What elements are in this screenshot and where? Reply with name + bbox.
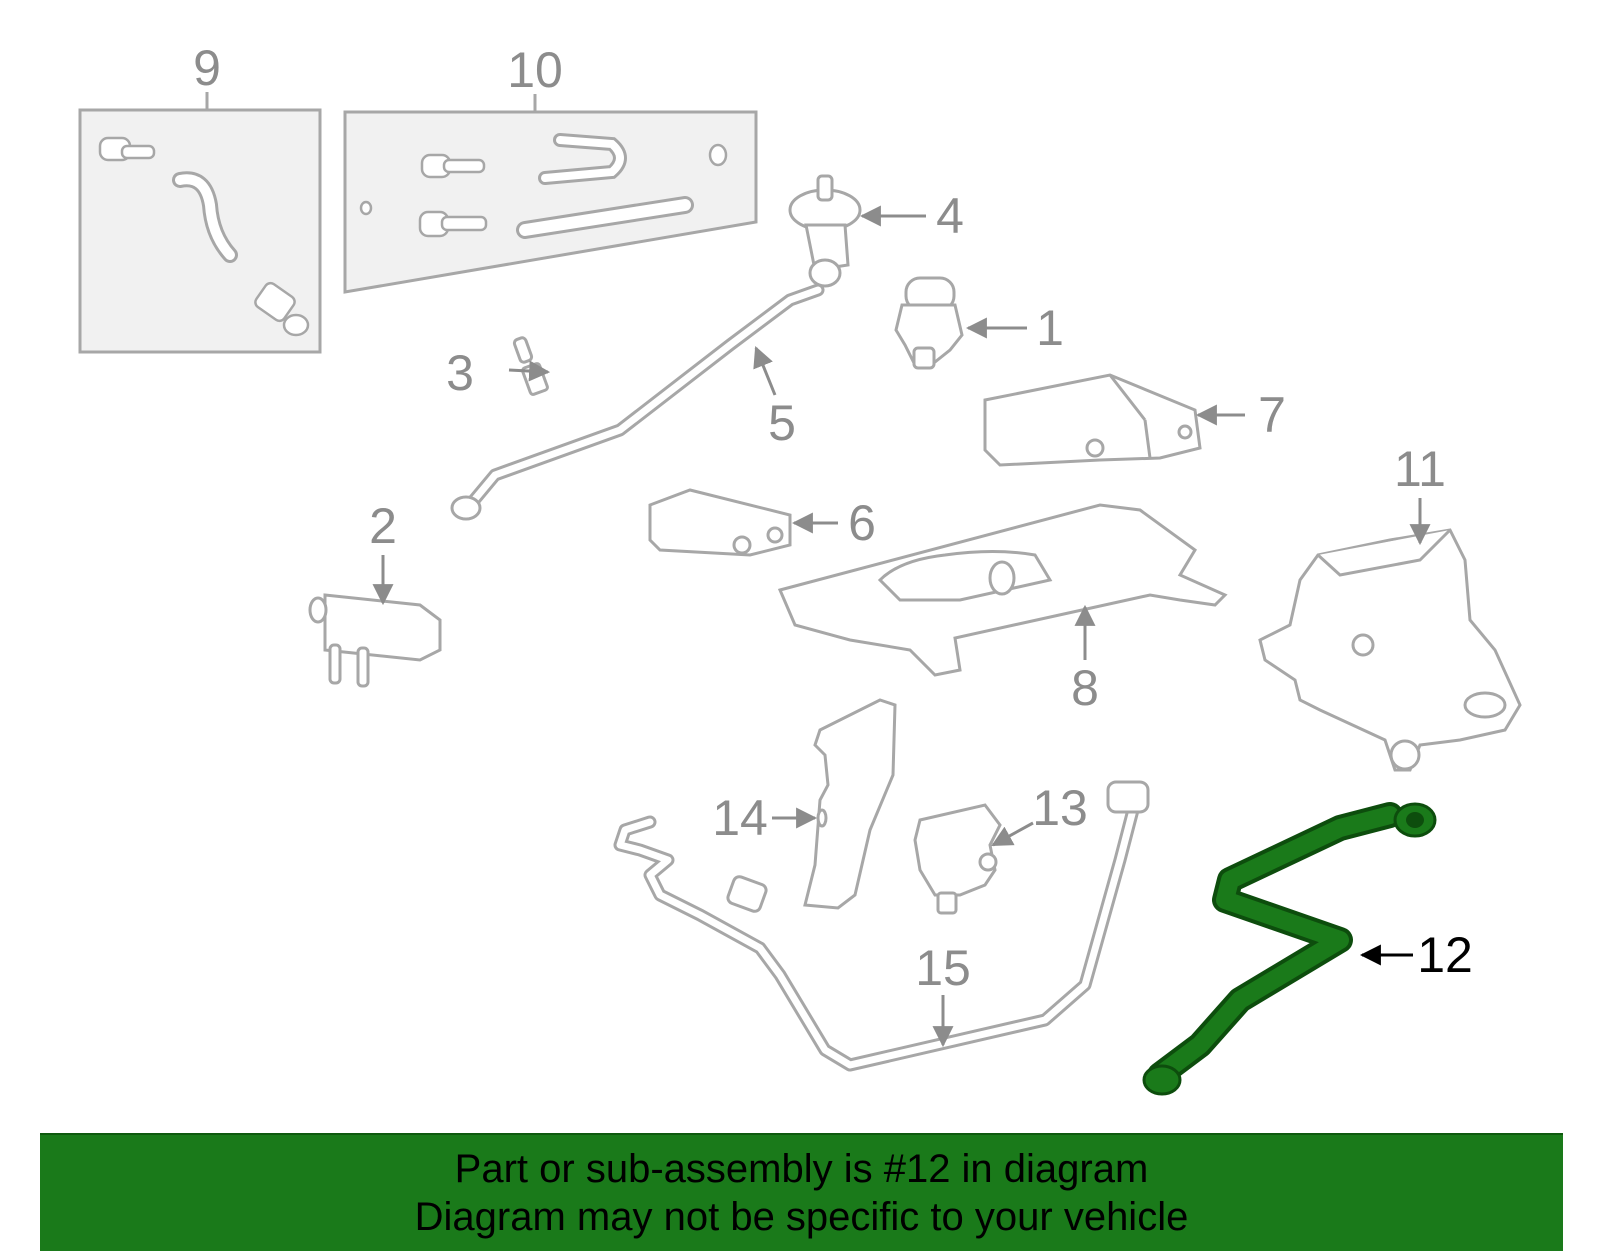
callout-6: 6 (848, 495, 876, 551)
valve-9 (254, 281, 310, 337)
egr-valve-4[interactable] (788, 174, 862, 288)
callout-4: 4 (936, 188, 964, 244)
callout-1: 1 (1036, 300, 1064, 356)
callout-2: 2 (369, 498, 397, 554)
callout-9: 9 (193, 40, 221, 96)
kit-panel-10[interactable] (343, 94, 758, 294)
assembly-11[interactable] (1258, 528, 1522, 772)
canister-6[interactable] (648, 488, 792, 557)
kit-panel-9[interactable] (78, 92, 322, 354)
callout-5: 5 (768, 395, 796, 451)
callout-14: 14 (712, 790, 768, 846)
fitting-9a (98, 136, 156, 162)
canister-7[interactable] (983, 373, 1202, 467)
callout-3: 3 (446, 345, 474, 401)
callout-8: 8 (1071, 660, 1099, 716)
callout-labels: 9 10 4 1 3 5 2 7 6 8 11 14 13 15 (193, 40, 1446, 996)
tube-15[interactable] (613, 803, 1140, 1072)
sensor-3[interactable] (512, 336, 549, 396)
info-banner: Part or sub-assembly is #12 in diagram D… (40, 1133, 1563, 1251)
leader-arrows (372, 205, 1431, 1048)
callout-10: 10 (507, 42, 563, 98)
bracket-14[interactable] (803, 698, 897, 910)
tube-15-fitting-mid (726, 875, 768, 913)
callout-12: 12 (1417, 927, 1473, 983)
callout-7: 7 (1258, 387, 1286, 443)
banner-line-1: Part or sub-assembly is #12 in diagram (454, 1147, 1149, 1191)
pipe-12-highlighted[interactable] (1142, 802, 1437, 1096)
banner-line-2: Diagram may not be specific to your vehi… (414, 1195, 1189, 1239)
tray-8[interactable] (777, 503, 1228, 677)
callout-11: 11 (1394, 441, 1446, 497)
callout-13: 13 (1032, 780, 1088, 836)
valve-13[interactable] (913, 803, 1002, 915)
solenoid-1[interactable] (894, 276, 964, 370)
callout-15: 15 (915, 940, 971, 996)
tube-15-fitting-top (1106, 780, 1150, 814)
sensor-2[interactable] (308, 593, 442, 688)
